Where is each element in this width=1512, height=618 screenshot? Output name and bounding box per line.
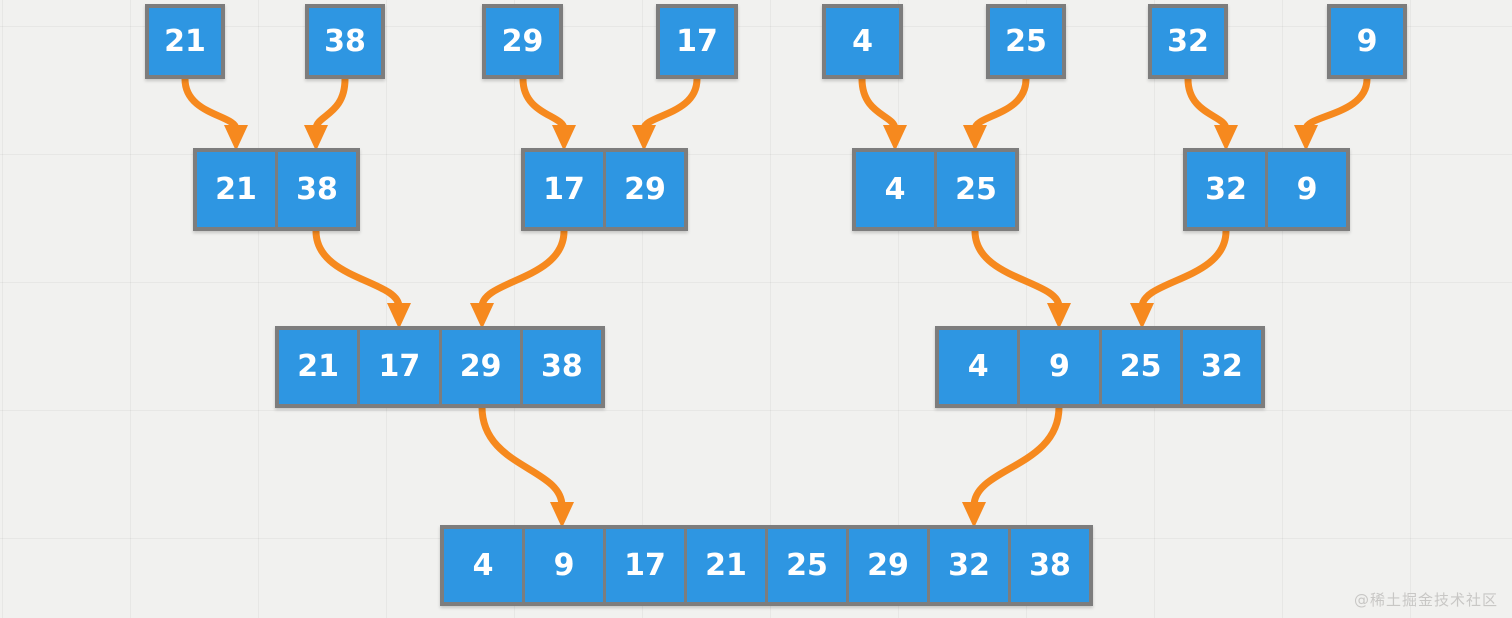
merge-arrow-curve <box>858 75 899 133</box>
array-cell-value: 17 <box>525 152 603 227</box>
level-1-group-1: 21 <box>145 4 225 79</box>
array-cell-value: 4 <box>444 529 522 602</box>
array-cell-value: 9 <box>1331 8 1403 75</box>
array-cell-value: 32 <box>930 529 1008 602</box>
array-cell-value: 17 <box>606 529 684 602</box>
level-1-group-7: 32 <box>1148 4 1228 79</box>
array-cell-value: 29 <box>441 330 520 404</box>
array-cell-value: 17 <box>660 8 734 75</box>
array-cell-value: 21 <box>197 152 275 227</box>
array-cell-value: 4 <box>939 330 1018 404</box>
array-cell-value: 29 <box>849 529 927 602</box>
level-1-group-6: 25 <box>986 4 1066 79</box>
merge-arrow-curve <box>970 403 1063 510</box>
merge-arrow-curve <box>181 75 240 133</box>
array-cell-value: 25 <box>990 8 1062 75</box>
array-cell-value: 38 <box>278 152 356 227</box>
array-cell-value: 21 <box>687 529 765 602</box>
array-cell-value: 9 <box>525 529 603 602</box>
merge-arrow-curve <box>312 227 403 311</box>
array-cell-value: 9 <box>1268 152 1346 227</box>
watermark: @稀土掘金技术社区 <box>1353 591 1498 609</box>
array-cell-value: 38 <box>522 330 601 404</box>
array-cell-value: 29 <box>606 152 684 227</box>
merge-arrow-curve <box>1184 75 1230 133</box>
merge-arrow-curve <box>971 75 1030 133</box>
merge-arrow-curve <box>312 75 349 133</box>
array-cell-value: 32 <box>1182 330 1261 404</box>
array-cell-value: 21 <box>149 8 221 75</box>
array-cell-value: 4 <box>856 152 934 227</box>
level-1-group-8: 9 <box>1327 4 1407 79</box>
array-cell-value: 38 <box>309 8 381 75</box>
level-1-group-2: 38 <box>305 4 385 79</box>
merge-arrow-curve <box>478 227 568 311</box>
level-1-group-3: 29 <box>482 4 563 79</box>
array-cell-value: 4 <box>826 8 899 75</box>
array-cell-value: 32 <box>1152 8 1224 75</box>
array-cell-value: 9 <box>1020 330 1099 404</box>
array-cell-value: 38 <box>1011 529 1089 602</box>
merge-arrow-curve <box>640 75 701 133</box>
array-cell-value: 32 <box>1187 152 1265 227</box>
array-cell-value: 25 <box>768 529 846 602</box>
merge-arrow-curve <box>1138 227 1230 311</box>
array-cell-value: 21 <box>279 330 358 404</box>
merge-arrow-curve <box>478 403 566 510</box>
array-cell-value: 17 <box>360 330 439 404</box>
level-1-group-5: 4 <box>822 4 903 79</box>
merge-arrow-curve <box>971 227 1063 311</box>
array-cell-value: 25 <box>1101 330 1180 404</box>
array-cell-value: 25 <box>937 152 1015 227</box>
array-cell-value: 29 <box>486 8 559 75</box>
merge-arrow-curve <box>519 75 568 133</box>
merge-arrow-curve <box>1302 75 1371 133</box>
level-1-group-4: 17 <box>656 4 738 79</box>
